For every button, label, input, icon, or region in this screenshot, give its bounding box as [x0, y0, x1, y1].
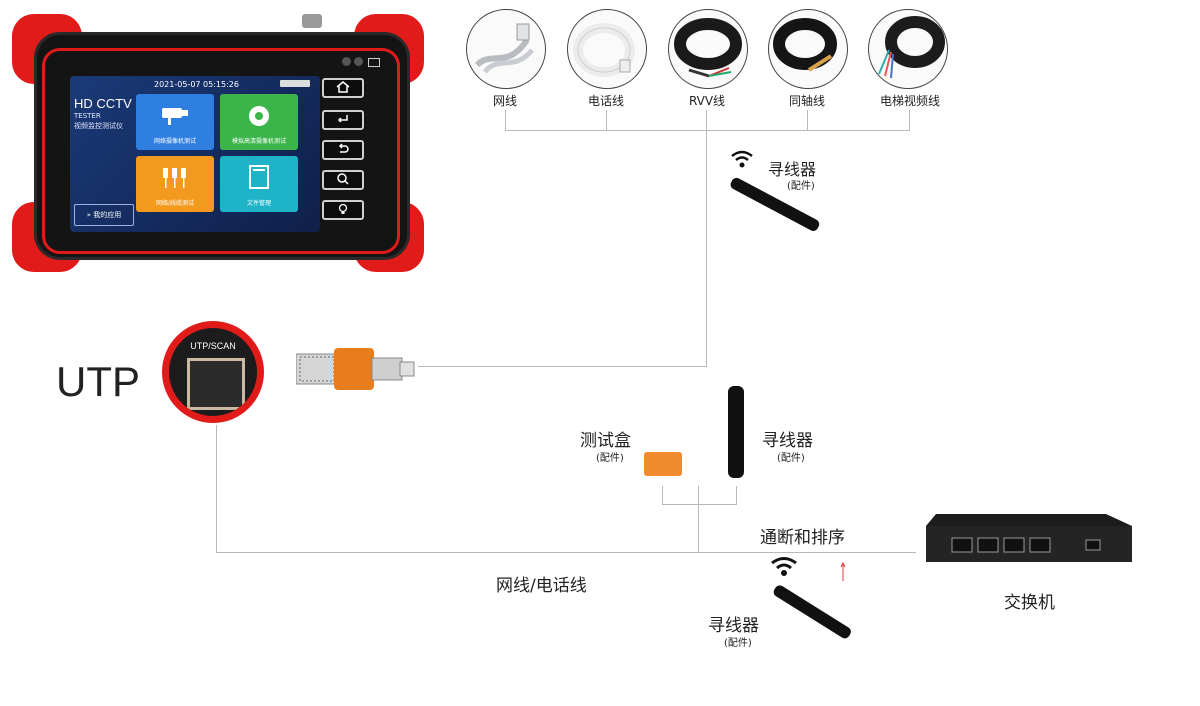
signal-icon-top: [730, 150, 754, 174]
switch-label: 交换机: [1004, 588, 1055, 613]
tracer-pen-middle: [728, 386, 744, 478]
cable-network-image: [466, 9, 546, 89]
home-icon: [336, 81, 350, 93]
bnc-connector-top: [302, 14, 322, 28]
cable-label-telephone: 电话线: [556, 92, 656, 109]
utp-port: UTP/SCAN: [162, 321, 264, 423]
main-cable-line: [216, 552, 916, 553]
light-bulb-icon: [336, 203, 350, 215]
tile-label: 模拟高清摄像机测试: [220, 136, 298, 145]
test-box-title: 测试盒: [580, 426, 631, 451]
tracer-bottom-title: 寻线器: [708, 611, 759, 636]
bracket-line: [698, 486, 699, 552]
tile-ip-camera-test[interactable]: 网络摄像机测试: [136, 94, 214, 150]
bracket-line: [736, 486, 737, 504]
home-button[interactable]: [322, 78, 364, 98]
screen-subtitle-cn: 视频监控测试仪: [74, 121, 123, 131]
rj45-bnc-adapter: [296, 346, 422, 396]
cable-elevator-video-image: [868, 9, 948, 89]
indicator-leds: [334, 56, 382, 68]
connector-to-plug-line: [418, 366, 707, 367]
utp-down-line: [216, 425, 217, 553]
tile-network-cable-test[interactable]: 网络/线缆测试: [136, 156, 214, 212]
zoom-button[interactable]: [322, 170, 364, 190]
test-box-note: (配件): [596, 449, 624, 464]
utp-port-label: UTP/SCAN: [169, 341, 257, 351]
back-button[interactable]: [322, 140, 364, 160]
connector-line: [807, 110, 808, 130]
cable-coaxial-image: [768, 9, 848, 89]
screen-brand: HD CCTV: [74, 96, 132, 111]
cable-telephone-image: [567, 9, 647, 89]
enter-icon: [336, 113, 350, 125]
tile-analog-hd-camera-test[interactable]: 模拟高清摄像机测试: [220, 94, 298, 150]
rj45-jack: [187, 358, 245, 410]
utp-label: UTP: [56, 358, 140, 406]
cable-line-label: 网线/电话线: [496, 571, 587, 596]
connector-trunk-line: [706, 130, 707, 366]
screen-subtitle-en: TESTER: [74, 112, 101, 120]
test-box-image: [644, 452, 682, 476]
network-switch-image: [926, 512, 1134, 576]
light-button[interactable]: [322, 200, 364, 220]
screen-datetime: 2021-05-07 05:15:26: [154, 80, 239, 89]
cable-label-rvv: RVV线: [657, 92, 757, 109]
connector-line: [606, 110, 607, 130]
cable-label-network: 网线: [455, 92, 555, 109]
cable-label-elevator-video: 电梯视频线: [860, 92, 960, 109]
my-apps-label: 我的应用: [93, 211, 121, 219]
ip-camera-icon: [160, 102, 190, 128]
cable-label-coaxial: 同轴线: [757, 92, 857, 109]
utp-port-inner: UTP/SCAN: [169, 328, 257, 416]
tester-device: 2021-05-07 05:15:26 HD CCTV TESTER 视频监控测…: [12, 14, 424, 272]
tile-label: 网络摄像机测试: [136, 136, 214, 145]
bracket-line: [662, 504, 737, 505]
connector-line: [505, 110, 506, 130]
signal-icon-bottom: [770, 556, 798, 582]
cable-plugs-icon: [160, 164, 190, 190]
continuity-label: 通断和排序: [760, 523, 845, 548]
enter-button[interactable]: [322, 110, 364, 130]
tracer-middle-note: (配件): [777, 449, 805, 464]
connector-line: [706, 110, 707, 130]
connector-bus-line: [505, 130, 910, 131]
folder-icon: [244, 164, 274, 190]
tracer-pen-top: [730, 176, 820, 240]
status-icons: [280, 80, 310, 87]
tracer-middle-title: 寻线器: [762, 426, 813, 451]
tracer-pen-bottom: [772, 582, 854, 646]
connector-line: [909, 110, 910, 130]
my-apps-button[interactable]: » 我的应用: [74, 204, 134, 226]
device-screen: 2021-05-07 05:15:26 HD CCTV TESTER 视频监控测…: [70, 76, 320, 232]
tile-file-manager[interactable]: 文件管理: [220, 156, 298, 212]
back-icon: [336, 143, 350, 155]
bracket-line: [662, 486, 663, 504]
tile-label: 网络/线缆测试: [136, 198, 214, 207]
tracer-bottom-note: (配件): [724, 634, 752, 649]
tile-label: 文件管理: [220, 198, 298, 207]
cable-rvv-image: [668, 9, 748, 89]
zoom-icon: [336, 173, 350, 185]
dome-camera-icon: [244, 102, 274, 128]
